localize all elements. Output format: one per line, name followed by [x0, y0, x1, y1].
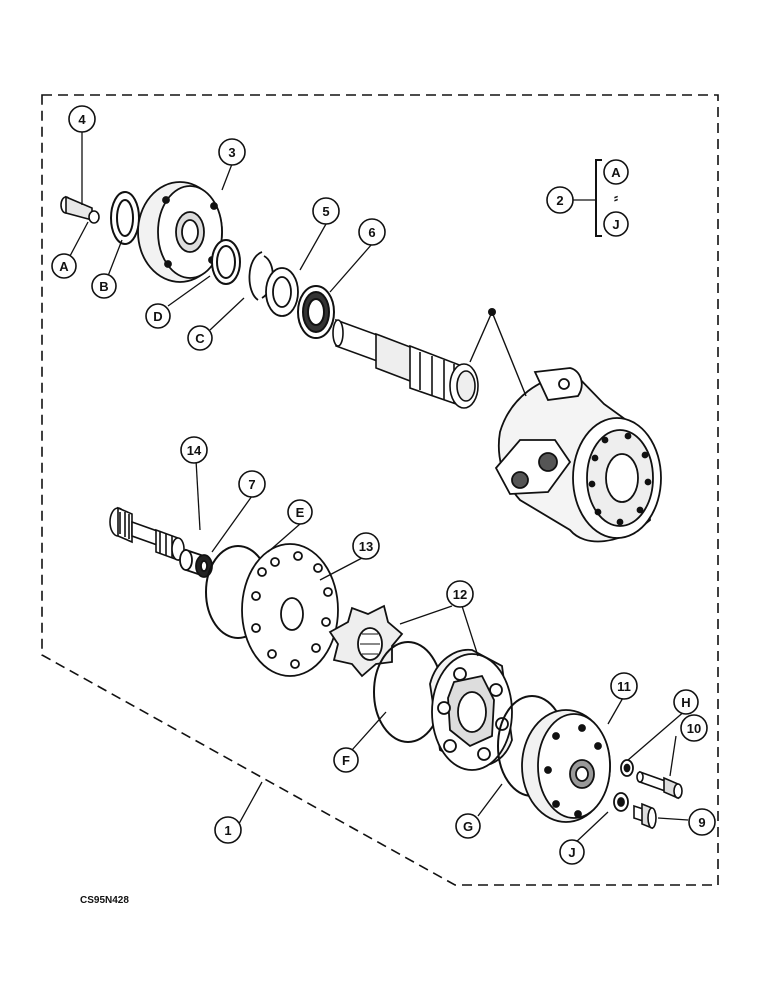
svg-text:H: H: [681, 695, 690, 710]
svg-text:A: A: [59, 259, 69, 274]
output-shaft: [332, 318, 479, 409]
svg-text:13: 13: [359, 539, 373, 554]
callout-D: D: [145, 303, 171, 329]
callout-11: 11: [610, 672, 638, 700]
washer-J: [613, 792, 629, 812]
plug-9: [633, 802, 657, 830]
svg-text:E: E: [296, 505, 305, 520]
callout-12: 12: [446, 580, 474, 608]
assembly-boundary: [41, 94, 719, 886]
svg-text:3: 3: [228, 145, 235, 160]
washer-H: [620, 759, 634, 777]
callout-14: 14: [180, 436, 208, 464]
svg-text:14: 14: [187, 443, 202, 458]
washer-5: [265, 267, 299, 317]
callout-10: 10: [680, 714, 708, 742]
valve-plate-13: [241, 543, 339, 677]
end-cap-11: [521, 709, 611, 823]
svg-text:7: 7: [248, 477, 255, 492]
svg-text:11: 11: [617, 679, 631, 694]
bolt-4: [60, 195, 100, 224]
svg-text:J: J: [612, 217, 619, 232]
svg-text:G: G: [463, 819, 473, 834]
seal-D: [211, 239, 241, 285]
svg-text:5: 5: [322, 204, 329, 219]
callout-G: G: [455, 813, 481, 839]
svg-text:B: B: [99, 279, 108, 294]
bushing-7: [179, 548, 213, 578]
callout-3: 3: [218, 138, 246, 166]
callout-5: 5: [312, 197, 340, 225]
drive-shaft-14: [109, 506, 185, 562]
svg-text:9: 9: [698, 815, 705, 830]
callout-B: B: [91, 273, 117, 299]
callout-4: 4: [68, 105, 96, 133]
bearing-6: [297, 285, 335, 339]
svg-text:A: A: [611, 165, 621, 180]
reference-leaders: [469, 311, 527, 397]
callout-H: H: [673, 689, 699, 715]
kit-from-A: A: [603, 159, 629, 185]
rotor-12: [328, 604, 404, 678]
callout-2: 2: [546, 186, 574, 214]
callout-1: 1: [214, 816, 242, 844]
svg-text:C: C: [195, 331, 205, 346]
callout-F: F: [333, 747, 359, 773]
callout-E: E: [287, 499, 313, 525]
svg-text:4: 4: [78, 112, 86, 127]
callout-7: 7: [238, 470, 266, 498]
svg-text:J: J: [568, 845, 575, 860]
callout-13: 13: [352, 532, 380, 560]
kit-range-separator: ⸗: [614, 190, 618, 205]
flange-3: [137, 181, 223, 283]
svg-text:2: 2: [556, 193, 563, 208]
callout-A: A: [51, 253, 77, 279]
callout-9: 9: [688, 808, 716, 836]
bolt-10: [636, 770, 683, 800]
seal-B: [110, 191, 140, 245]
svg-text:F: F: [342, 753, 350, 768]
leader-lines: [69, 132, 689, 845]
stator-12: [429, 648, 513, 771]
svg-text:D: D: [153, 309, 162, 324]
drawing-code: CS95N428: [80, 895, 129, 906]
svg-text:1: 1: [224, 823, 231, 838]
kit-bracket: [595, 159, 602, 237]
kit-to-J: J: [603, 211, 629, 237]
callout-6: 6: [358, 218, 386, 246]
svg-text:6: 6: [368, 225, 375, 240]
svg-text:12: 12: [453, 587, 467, 602]
svg-text:10: 10: [687, 721, 701, 736]
callout-C: C: [187, 325, 213, 351]
motor-housing: [494, 367, 662, 543]
callout-J: J: [559, 839, 585, 865]
